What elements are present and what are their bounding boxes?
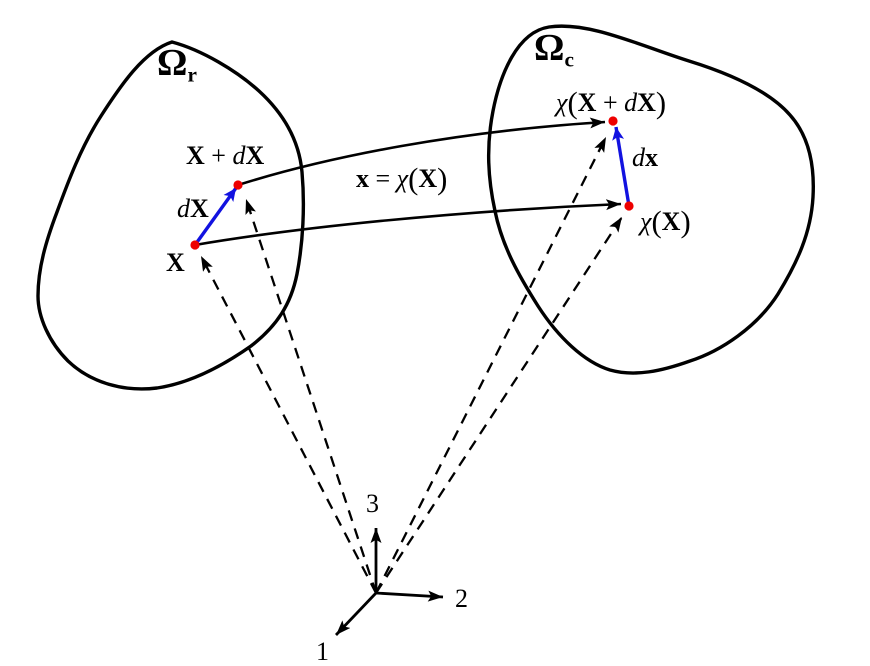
position-vector-X-dashed	[199, 255, 378, 594]
label-X: X	[166, 248, 185, 277]
position-vector-X-plus-dX-dashed	[244, 198, 378, 594]
label-axis-3: 3	[366, 489, 379, 518]
current-body-outline	[486, 24, 816, 375]
label-omega-r: Ωr	[157, 42, 197, 87]
label-omega-c: Ωc	[534, 27, 574, 72]
point-X-plus-dX	[233, 180, 243, 190]
point-chi-X	[624, 201, 634, 211]
position-vector-chi-X-dashed	[375, 216, 623, 594]
label-mapping-equation: x = χ(X)	[356, 162, 448, 196]
vector-dX-blue	[193, 187, 238, 246]
vector-dx-blue	[612, 126, 631, 207]
axis-2	[375, 590, 444, 602]
position-vector-chi-X-plus-dX-dashed	[374, 136, 608, 594]
label-dX: dX	[177, 194, 209, 223]
label-axis-2: 2	[455, 584, 468, 613]
point-X	[190, 240, 200, 250]
reference-body-outline	[36, 40, 306, 391]
label-X-plus-dX: X + dX	[186, 141, 265, 170]
label-chi-X: χ(X)	[640, 205, 691, 239]
point-chi-X-plus-dX	[608, 116, 618, 126]
axis-1	[334, 592, 378, 636]
label-chi-X-plus-dX: χ(X + dX)	[556, 86, 667, 120]
mapping-arrow-bottom	[194, 199, 622, 247]
label-axis-1: 1	[316, 637, 329, 666]
mapping-arrow-top	[237, 117, 606, 187]
label-dx: dx	[632, 143, 658, 172]
